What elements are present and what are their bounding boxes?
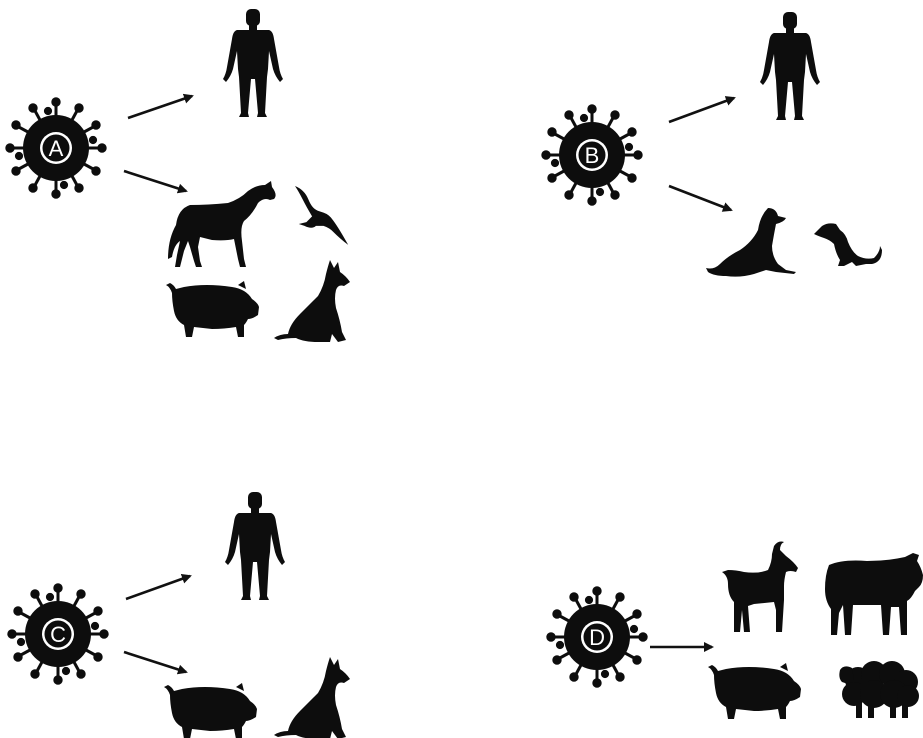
virus-label-a: A [49, 136, 64, 161]
virus-label-c: C [50, 622, 66, 647]
panel-a: A [7, 9, 350, 342]
pig-icon [708, 663, 801, 719]
goat-icon [722, 542, 798, 633]
arrow-to-human [669, 98, 734, 122]
pig-icon [164, 683, 257, 738]
panel-b: B [543, 12, 882, 277]
seal-icon [706, 208, 796, 277]
panel-d: D [548, 542, 923, 720]
arrow-to-animals [124, 171, 186, 191]
virus-icon: A [7, 99, 105, 197]
ferret-icon [814, 223, 882, 266]
cow-icon [825, 553, 923, 635]
virus-icon: D [548, 588, 646, 686]
sheep-icon [839, 661, 919, 718]
arrow-to-animals [124, 652, 186, 672]
virus-label-b: B [585, 143, 600, 168]
bird-icon [295, 186, 348, 245]
virus-icon: B [543, 106, 641, 204]
arrow-to-animals [669, 186, 731, 210]
horse-icon [168, 181, 276, 267]
dog-icon [274, 657, 350, 738]
arrow-to-human [128, 96, 192, 118]
human-icon [760, 12, 820, 120]
dog-icon [274, 260, 350, 342]
human-icon [223, 9, 283, 117]
panel-c: C [9, 492, 350, 738]
human-icon [225, 492, 285, 600]
virus-icon: C [9, 585, 107, 683]
virus-label-d: D [589, 625, 605, 650]
arrow-to-human [126, 576, 190, 599]
pig-icon [166, 281, 259, 337]
